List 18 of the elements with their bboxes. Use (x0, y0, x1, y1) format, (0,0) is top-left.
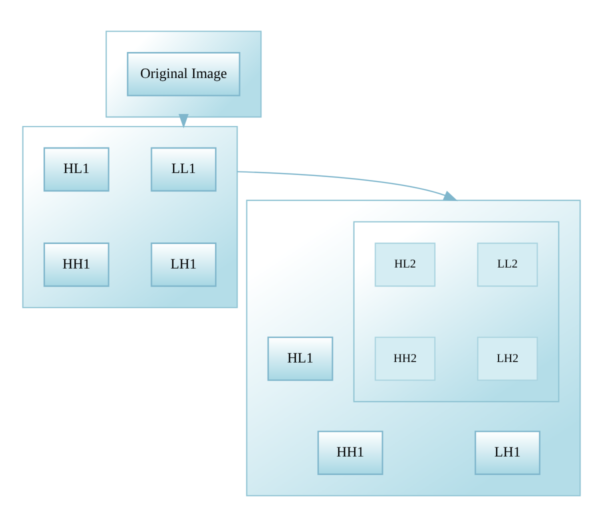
node-box: HH1 (44, 242, 110, 287)
node-box: Original Image (126, 52, 240, 96)
node-box: HL1 (267, 336, 334, 381)
node-box: HL1 (44, 147, 110, 192)
cluster (106, 30, 262, 118)
node-box: HH2 (374, 336, 436, 381)
arrow (237, 171, 458, 202)
node-box: HL2 (374, 242, 436, 287)
cluster (246, 200, 581, 496)
node-box: LH1 (150, 242, 216, 287)
node-box: LH2 (477, 336, 538, 381)
arrow (178, 114, 189, 128)
node-box: HH1 (317, 430, 384, 475)
node-box: LL1 (150, 147, 216, 192)
cluster (22, 126, 238, 308)
node-box: LH1 (474, 430, 540, 475)
node-box: LL2 (477, 242, 538, 287)
cluster (353, 221, 560, 402)
